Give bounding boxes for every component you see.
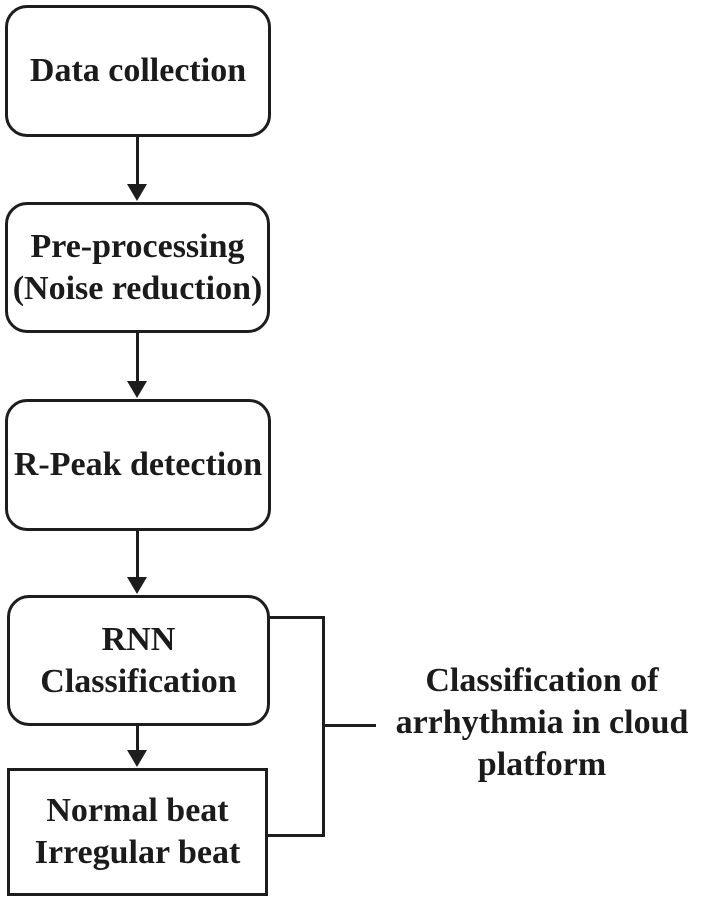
bracket-middle-stub — [322, 724, 376, 727]
node-rnn-classification: RNN Classification — [7, 595, 270, 726]
arrow-down-line — [136, 137, 139, 185]
node-label: RNN — [101, 620, 176, 658]
node-label: Classification — [40, 662, 237, 700]
arrow-down-line — [136, 726, 139, 751]
arrow-down-head-icon — [127, 577, 147, 594]
node-label: (Noise reduction) — [12, 269, 263, 307]
node-pre-processing: Pre-processing (Noise reduction) — [5, 202, 270, 333]
arrow-down-head-icon — [127, 184, 147, 201]
annotation-line: platform — [477, 746, 607, 783]
annotation-line: arrhythmia in cloud — [395, 704, 689, 741]
annotation-line: Classification of — [425, 662, 659, 699]
node-label: R-Peak detection — [13, 446, 263, 483]
arrow-down-line — [136, 531, 139, 578]
bracket-top-connector — [268, 616, 325, 619]
node-r-peak-detection: R-Peak detection — [5, 399, 271, 531]
cloud-platform-annotation: Classification of arrhythmia in cloud pl… — [375, 660, 709, 786]
node-label: Normal beat — [46, 792, 229, 829]
bracket-bottom-connector — [266, 834, 325, 837]
node-beat-output: Normal beat Irregular beat — [7, 768, 268, 896]
arrow-down-head-icon — [127, 750, 147, 767]
node-label: Irregular beat — [34, 834, 241, 871]
node-label: Data collection — [29, 52, 247, 89]
arrow-down-head-icon — [127, 381, 147, 398]
node-data-collection: Data collection — [5, 5, 271, 137]
node-label: Pre-processing — [30, 227, 245, 265]
arrow-down-line — [136, 333, 139, 381]
